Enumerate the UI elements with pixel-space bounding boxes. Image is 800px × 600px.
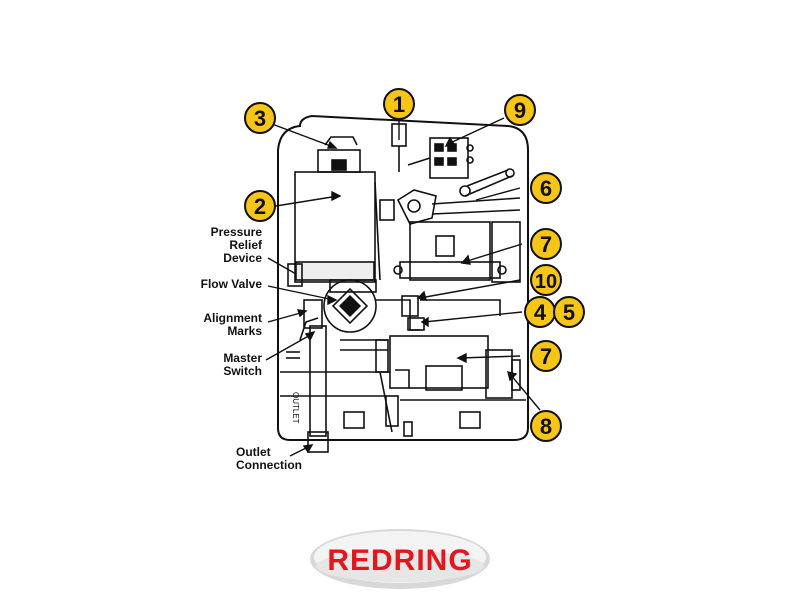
callout-8: 8 xyxy=(530,410,562,442)
callout-2-label: 2 xyxy=(254,194,266,219)
callout-3: 3 xyxy=(244,102,276,134)
callout-5: 5 xyxy=(553,296,585,328)
callout-10-label: 10 xyxy=(535,271,557,293)
unit-housing xyxy=(277,114,529,441)
callout-2: 2 xyxy=(244,190,276,222)
callout-10: 10 xyxy=(530,264,562,296)
callout-1-label: 1 xyxy=(393,92,405,117)
label-alignment-marks: Alignment Marks xyxy=(203,311,262,338)
callout-7-upper-label: 7 xyxy=(540,232,552,257)
outlet-stamp: OUTLET xyxy=(291,392,300,424)
callout-8-label: 8 xyxy=(540,414,552,439)
redring-logo: REDRING xyxy=(310,529,490,589)
leader-lines xyxy=(265,117,541,457)
callout-6-label: 6 xyxy=(540,176,552,201)
callout-4-label: 4 xyxy=(534,300,547,325)
label-pressure-relief-device: Pressure Relief Device xyxy=(210,225,262,265)
callout-1: 1 xyxy=(383,88,415,120)
callout-6: 6 xyxy=(530,172,562,204)
label-outlet-connection: Outlet Connection xyxy=(236,445,302,472)
callout-5-label: 5 xyxy=(563,300,575,325)
brand-name: REDRING xyxy=(327,544,472,577)
outlet-stamp-text: OUTLET xyxy=(291,392,300,424)
label-flow-valve: Flow Valve xyxy=(200,277,262,291)
callout-4: 4 xyxy=(524,296,556,328)
callout-9-label: 9 xyxy=(514,98,526,123)
internal-components xyxy=(280,123,526,453)
callout-7-lower-label: 7 xyxy=(540,344,552,369)
label-master-switch: Master Switch xyxy=(223,351,262,378)
callout-7-lower: 7 xyxy=(530,340,562,372)
callout-3-label: 3 xyxy=(254,106,266,131)
callout-7-upper: 7 xyxy=(530,228,562,260)
callout-9: 9 xyxy=(504,94,536,126)
